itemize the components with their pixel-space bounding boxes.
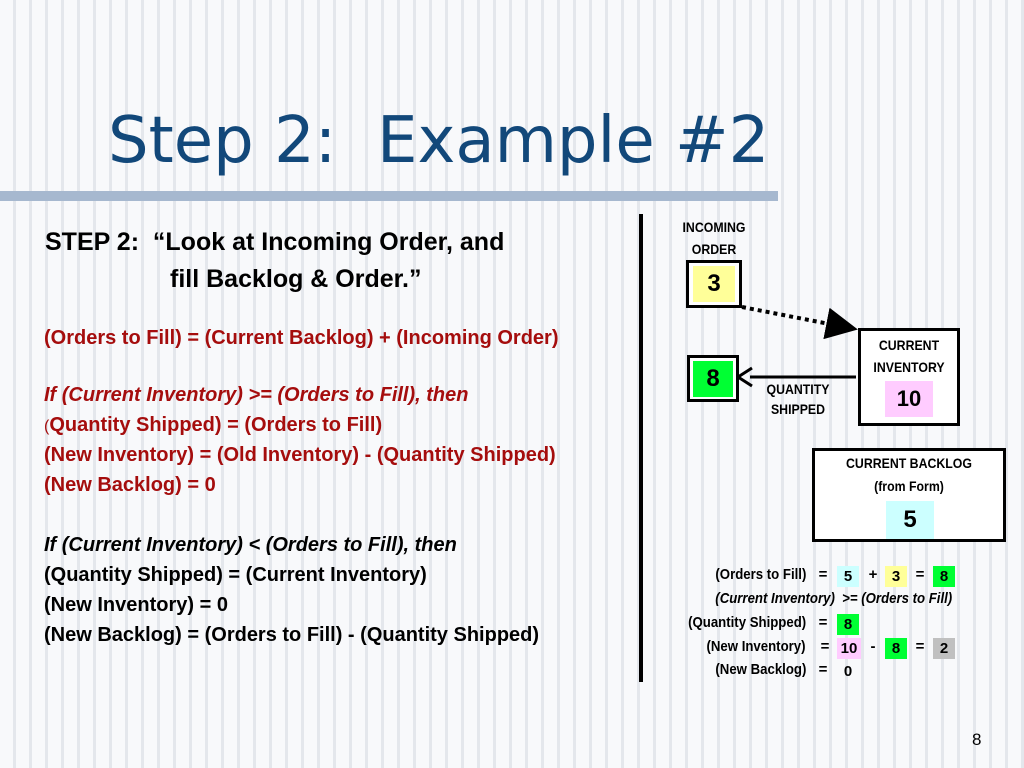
calc-row1-equals: = [818, 566, 828, 583]
open-paren: ( [44, 418, 50, 435]
calc-row4-result: 2 [933, 638, 955, 659]
calc-row1-backlog: 5 [837, 566, 859, 587]
calc-row1-result: 8 [933, 566, 955, 587]
orders-formula: (Orders to Fill) = (Current Backlog) + (… [44, 327, 559, 349]
calc-new-backlog-label: (New Backlog) [715, 661, 806, 678]
current-inventory-box: CURRENT INVENTORY 10 [858, 328, 960, 426]
calc-row4-equals: = [820, 638, 830, 655]
inventory-value: 10 [885, 381, 933, 417]
page-number: 8 [972, 730, 982, 749]
incoming-order-value: 3 [693, 266, 735, 302]
calc-row4-equals-2: = [915, 638, 925, 655]
condition-1-heading: If (Current Inventory) >= (Orders to Fil… [44, 384, 469, 406]
incoming-label-line1: INCOMING [682, 219, 746, 235]
incoming-to-inventory-arrow [741, 305, 858, 340]
calc-row1-plus: + [868, 566, 878, 583]
calc-row3-result: 8 [837, 614, 859, 635]
condition-1-line3: (New Backlog) = 0 [44, 474, 216, 496]
current-backlog-box: CURRENT BACKLOG (from Form) 5 [812, 448, 1006, 542]
condition-2-line1: (Quantity Shipped) = (Current Inventory) [44, 564, 427, 586]
backlog-label-line2: (from Form) [874, 478, 944, 494]
inventory-label-line2: INVENTORY [873, 359, 945, 375]
calc-row5-result: 0 [843, 663, 853, 680]
incoming-label-line2: ORDER [691, 241, 737, 257]
step-heading-line2: fill Backlog & Order.” [170, 265, 422, 293]
incoming-order-box: 3 [686, 260, 742, 308]
backlog-value: 5 [886, 501, 934, 539]
calc-inventory-comparison: (Current Inventory) >= (Orders to Fill) [715, 590, 952, 607]
slide-title: Step 2: Example #2 [108, 104, 770, 178]
backlog-label-line1: CURRENT BACKLOG [846, 455, 972, 471]
shipped-arrow [737, 366, 856, 388]
calc-row4-minus: - [870, 638, 876, 655]
calc-row4-shipped: 8 [885, 638, 907, 659]
shipped-label-line1: QUANTITY [766, 381, 830, 397]
condition-2-heading: If (Current Inventory) < (Orders to Fill… [44, 534, 457, 556]
calc-row4-inventory: 10 [837, 638, 861, 659]
calc-row5-equals: = [818, 661, 828, 678]
condition-1-line1: (Quantity Shipped) = (Orders to Fill) [44, 414, 382, 437]
title-underline [0, 191, 778, 201]
calc-row1-equals-2: = [915, 566, 925, 583]
calc-new-inventory-label: (New Inventory) [706, 638, 806, 655]
condition-2-line2: (New Inventory) = 0 [44, 594, 228, 616]
shipped-label-line2: SHIPPED [770, 401, 826, 417]
vertical-divider [639, 214, 643, 682]
calc-orders-to-fill-label: (Orders to Fill) [715, 566, 806, 583]
condition-1-line1-text: Quantity Shipped) = (Orders to Fill) [49, 414, 383, 436]
calc-row1-incoming: 3 [885, 566, 907, 587]
step-heading-line1: STEP 2: “Look at Incoming Order, and [45, 228, 505, 256]
condition-1-line2: (New Inventory) = (Old Inventory) - (Qua… [44, 444, 556, 466]
inventory-label-line1: CURRENT [878, 337, 940, 353]
quantity-shipped-label: QUANTITY SHIPPED [761, 379, 835, 419]
condition-2-line3: (New Backlog) = (Orders to Fill) - (Quan… [44, 624, 540, 646]
calc-quantity-shipped-label: (Quantity Shipped) [687, 614, 806, 631]
quantity-shipped-box: 8 [687, 355, 739, 402]
calc-row3-equals: = [818, 614, 828, 631]
incoming-order-label: INCOMING ORDER [670, 216, 758, 260]
quantity-shipped-value: 8 [693, 360, 733, 397]
